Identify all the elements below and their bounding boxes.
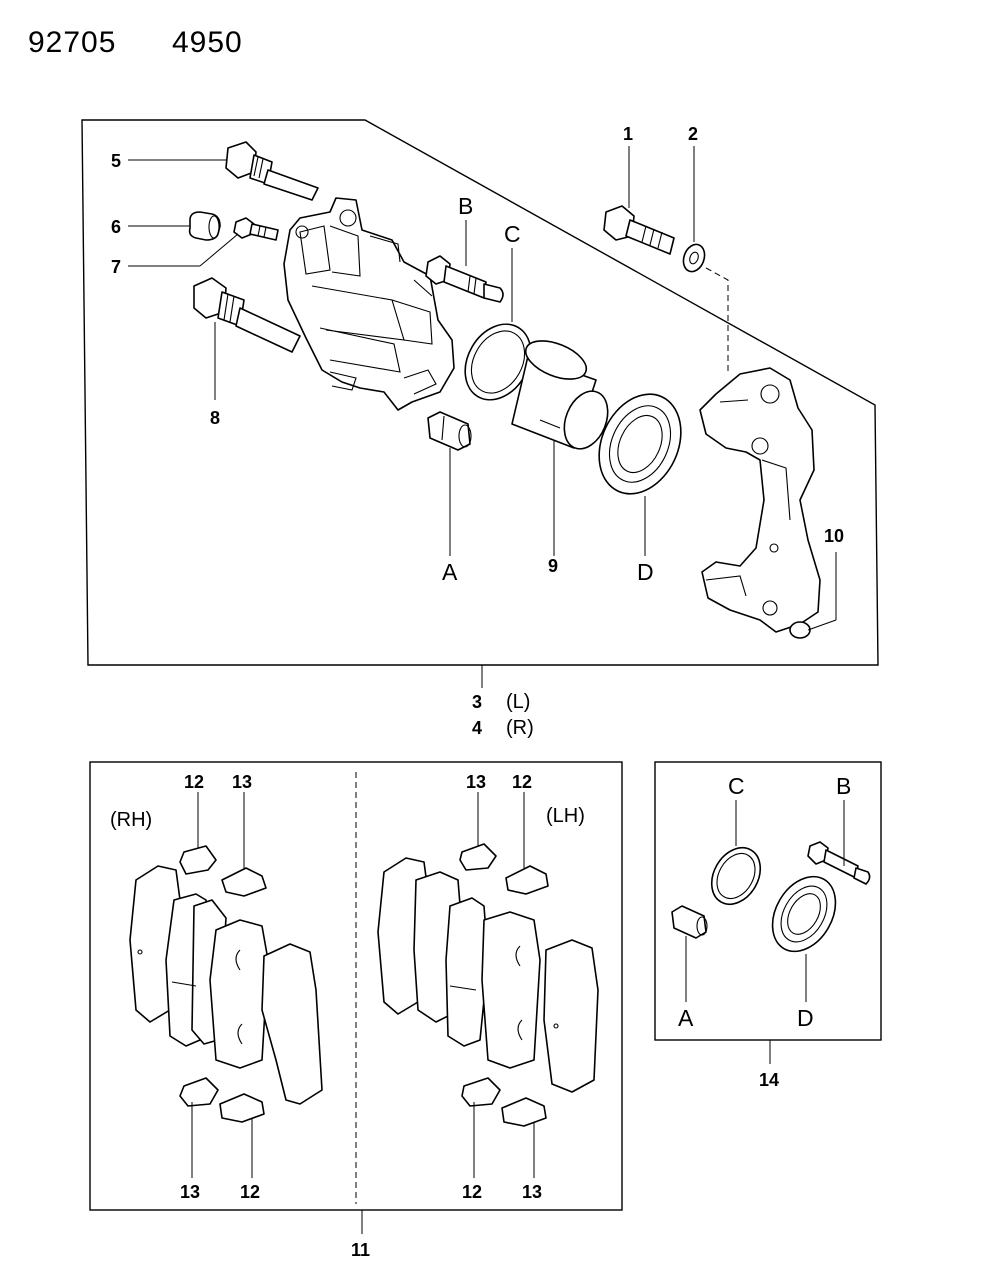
label-8: 8 bbox=[210, 408, 220, 428]
guide-bolt-5 bbox=[225, 141, 319, 201]
seal-kit-label-D: D bbox=[797, 1005, 814, 1031]
assembly-num-4: 4 bbox=[472, 718, 482, 738]
label-lh-top-12: 12 bbox=[512, 772, 532, 792]
seal-kit-seal-C bbox=[710, 846, 762, 906]
label-10: 10 bbox=[824, 526, 844, 546]
label-D: D bbox=[637, 559, 654, 585]
label-6: 6 bbox=[111, 217, 121, 237]
piston-seal-C bbox=[464, 323, 532, 401]
mounting-bolt-1 bbox=[603, 205, 675, 255]
caliper-assembly-frame bbox=[81, 119, 879, 666]
washer-2 bbox=[682, 243, 706, 273]
assembly-dash-line bbox=[705, 267, 729, 372]
guide-bolt-8 bbox=[193, 277, 301, 353]
seal-kit-pin-B bbox=[807, 841, 871, 885]
label-lh-top-13: 13 bbox=[466, 772, 486, 792]
leader-10 bbox=[807, 619, 837, 631]
label-rh: (RH) bbox=[110, 809, 152, 831]
piston-boot-D bbox=[598, 393, 682, 495]
piston-9 bbox=[511, 340, 609, 450]
label-1: 1 bbox=[623, 124, 633, 144]
bushing-A bbox=[427, 411, 472, 451]
bleeder-cap-6 bbox=[188, 211, 221, 241]
plug-10 bbox=[789, 621, 811, 639]
pad-set-frame bbox=[89, 761, 623, 1211]
assembly-num-11: 11 bbox=[351, 1240, 370, 1260]
bleeder-screw-7 bbox=[233, 217, 279, 241]
label-C: C bbox=[504, 221, 521, 247]
caliper-support-bracket bbox=[699, 367, 821, 633]
label-lh: (LH) bbox=[546, 805, 585, 827]
diagram-code-left: 92705 bbox=[28, 26, 116, 59]
assembly-num-3: 3 bbox=[472, 692, 482, 712]
seal-kit-label-A: A bbox=[678, 1005, 694, 1031]
seal-kit-boot-D bbox=[771, 875, 837, 953]
label-A: A bbox=[442, 559, 458, 585]
lh-pad-clips bbox=[459, 843, 549, 1127]
label-B: B bbox=[458, 193, 473, 219]
slide-pin-B bbox=[425, 255, 504, 303]
lh-brake-pads bbox=[377, 857, 599, 1093]
label-rh-top-12: 12 bbox=[184, 772, 204, 792]
diagram-code-right: 4950 bbox=[172, 26, 243, 59]
seal-kit-label-B: B bbox=[836, 773, 851, 799]
rh-pad-clips bbox=[179, 845, 267, 1123]
label-rh-bottom-13: 13 bbox=[180, 1182, 200, 1202]
seal-kit-bushing-A bbox=[671, 905, 708, 939]
seal-kit-frame bbox=[654, 761, 882, 1041]
label-7: 7 bbox=[111, 257, 121, 277]
label-rh-top-13: 13 bbox=[232, 772, 252, 792]
label-2: 2 bbox=[688, 124, 698, 144]
label-lh-bottom-12: 12 bbox=[462, 1182, 482, 1202]
assembly-side-left: (L) bbox=[506, 691, 530, 713]
label-9: 9 bbox=[548, 556, 558, 576]
label-rh-bottom-12: 12 bbox=[240, 1182, 260, 1202]
label-lh-bottom-13: 13 bbox=[522, 1182, 542, 1202]
assembly-num-14: 14 bbox=[759, 1070, 779, 1090]
rh-brake-pads bbox=[129, 865, 323, 1105]
caliper-body bbox=[283, 197, 455, 411]
label-5: 5 bbox=[111, 151, 121, 171]
seal-kit-label-C: C bbox=[728, 773, 745, 799]
assembly-side-right: (R) bbox=[506, 717, 534, 739]
